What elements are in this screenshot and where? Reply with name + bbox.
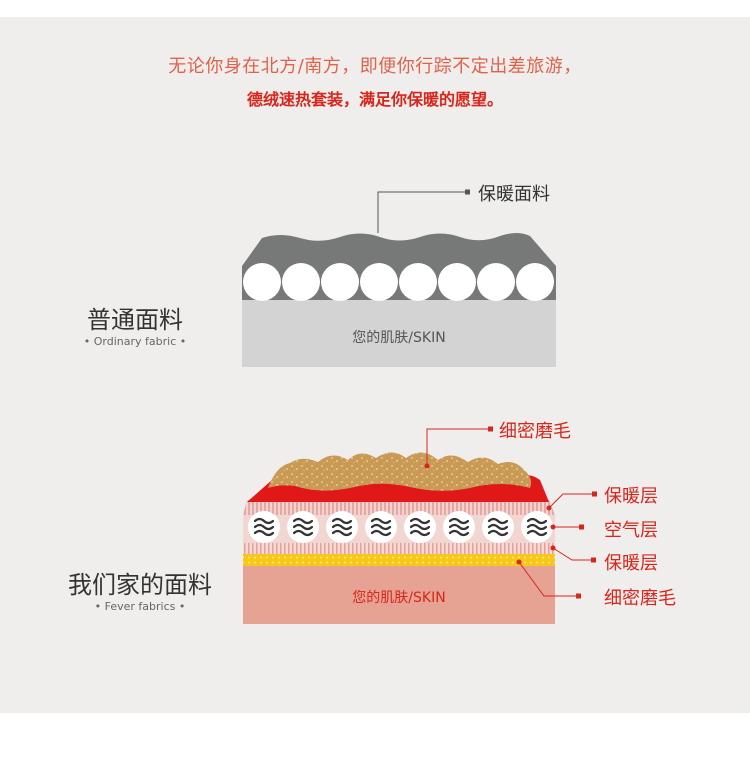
brushed-fuzz-layer: [268, 452, 532, 491]
callout-warm-layer-1: 保暖层: [604, 486, 658, 507]
ordinary-callout-marker: [465, 189, 470, 195]
ordinary-fabric-title: 普通面料: [87, 306, 183, 334]
yellow-brushed-layer: [243, 554, 555, 566]
our-callout-markers: [424, 426, 597, 599]
upper-pink-warm-layer: [243, 500, 555, 515]
ordinary-skin-block: [242, 299, 556, 367]
our-callout-lines: [426, 428, 594, 597]
callout-air-layer: 空气层: [604, 520, 658, 541]
our-skin-label: 您的肌肤/SKIN: [352, 590, 446, 606]
callout-brushed-top: 细密磨毛: [499, 421, 571, 442]
callout-brushed-bottom: 细密磨毛: [604, 588, 676, 609]
our-fabric-subtitle: • Fever fabrics •: [94, 600, 186, 613]
ordinary-skin-label: 您的肌肤/SKIN: [352, 330, 446, 346]
our-skin-block: [243, 566, 555, 624]
ordinary-callout-line: [377, 191, 468, 233]
our-fabric-graphic: [243, 426, 597, 624]
intro-line-1: 无论你身在北方/南方，即便你行踪不定出差旅游，: [168, 56, 582, 77]
air-wave-icons: [253, 517, 548, 537]
ordinary-callout-warm-fabric: 保暖面料: [478, 184, 550, 205]
intro-line-2: 德绒速热套装，满足你保暖的愿望。: [246, 90, 503, 109]
ordinary-fiber-circles: [243, 263, 554, 301]
our-fabric-title: 我们家的面料: [68, 571, 212, 599]
callout-warm-layer-2: 保暖层: [604, 553, 658, 574]
ordinary-fabric-graphic: [242, 189, 556, 367]
ordinary-fabric-subtitle: • Ordinary fabric •: [83, 335, 187, 348]
